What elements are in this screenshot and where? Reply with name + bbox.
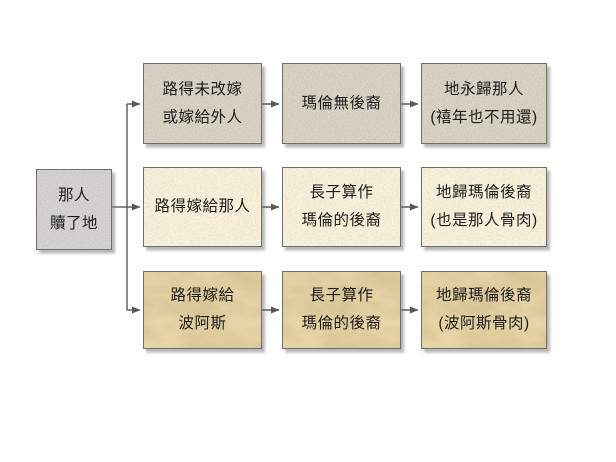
box-land-returns-mahlon-heir-man: 地歸瑪倫後裔 (也是那人骨肉) (421, 167, 547, 247)
box-text-line: 長子算作 (309, 184, 374, 201)
box-ruth-marries-boaz: 路得嫁給 波阿斯 (143, 271, 262, 349)
box-text-line: 地歸瑪倫後裔 (435, 287, 532, 304)
box-firstborn-counted-mahlon: 長子算作 瑪倫的後裔 (282, 167, 401, 247)
box-land-returns-mahlon-heir-boaz: 地歸瑪倫後裔 (波阿斯骨肉) (421, 271, 547, 349)
box-text-line: (禧年也不用還) (430, 108, 538, 126)
box-text-line: (也是那人骨肉) (430, 212, 538, 229)
box-text-line: 波阿斯 (178, 315, 227, 332)
box-text-line: 瑪倫無後裔 (301, 94, 382, 112)
box-text-line: 地歸瑪倫後裔 (435, 184, 532, 201)
box-text-line: 路得嫁給那人 (154, 198, 251, 215)
box-text-line: 路得嫁給 (170, 287, 235, 304)
box-text-line: 地永歸那人 (443, 80, 524, 98)
box-ruth-not-remarried: 路得未改嫁 或嫁給外人 (143, 63, 262, 144)
box-mahlon-no-heir: 瑪倫無後裔 (282, 63, 401, 144)
box-text-line: 長子算作 (309, 287, 374, 304)
box-text-line: (波阿斯骨肉) (438, 315, 530, 332)
box-firstborn-counted-mahlon-boaz: 長子算作 瑪倫的後裔 (282, 271, 401, 349)
box-ruth-marries-man: 路得嫁給那人 (143, 167, 262, 247)
box-man-redeems-land: 那人 贖了地 (36, 169, 112, 250)
box-text-line: 瑪倫的後裔 (301, 212, 382, 229)
box-text-line: 贖了地 (49, 214, 98, 232)
box-text-line: 瑪倫的後裔 (301, 315, 382, 332)
box-land-stays-with-man: 地永歸那人 (禧年也不用還) (421, 63, 547, 144)
box-text-line: 或嫁給外人 (162, 108, 243, 126)
box-text-line: 那人 (57, 186, 90, 204)
box-text-line: 路得未改嫁 (162, 80, 243, 98)
